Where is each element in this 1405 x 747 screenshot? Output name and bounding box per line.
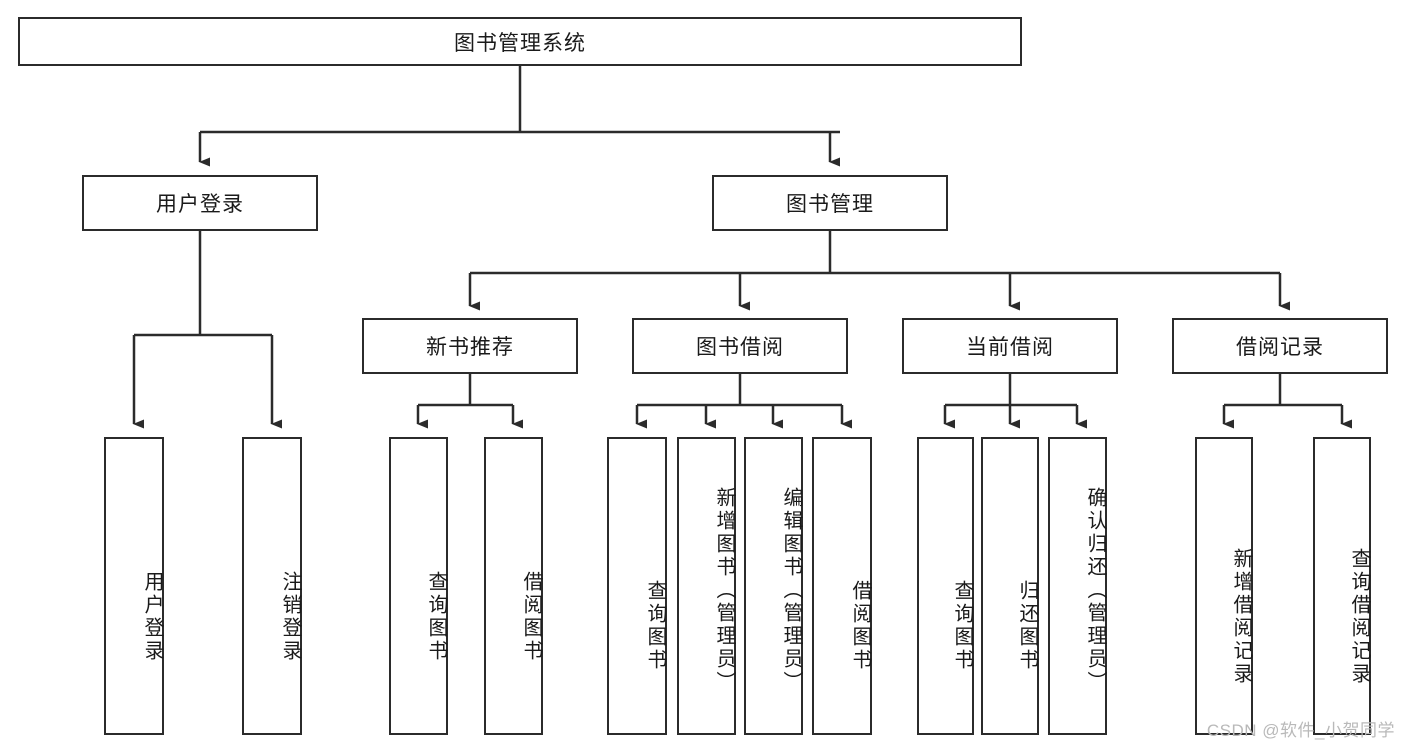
leaf-borrow-record-query-record[interactable]: 查询借阅记录 bbox=[1313, 437, 1371, 735]
leaf-current-borrow-confirm-return-admin[interactable]: 确认归还（管理员） bbox=[1048, 437, 1107, 735]
node-label: 查询图书 bbox=[644, 580, 666, 672]
node-label: 当前借阅 bbox=[966, 336, 1054, 359]
node-label: 借阅图书 bbox=[849, 580, 871, 672]
leaf-new-book-borrow-book[interactable]: 借阅图书 bbox=[484, 437, 543, 735]
node-label: 图书管理 bbox=[786, 193, 874, 216]
node-root-book-management-system[interactable]: 图书管理系统 bbox=[18, 17, 1022, 66]
leaf-user-login-login[interactable]: 用户登录 bbox=[104, 437, 164, 735]
node-book-management[interactable]: 图书管理 bbox=[712, 175, 948, 231]
leaf-current-borrow-return-book[interactable]: 归还图书 bbox=[981, 437, 1039, 735]
leaf-borrow-record-add-record[interactable]: 新增借阅记录 bbox=[1195, 437, 1253, 735]
node-user-login[interactable]: 用户登录 bbox=[82, 175, 318, 231]
node-label: 归还图书 bbox=[1016, 580, 1038, 672]
node-current-borrow[interactable]: 当前借阅 bbox=[902, 318, 1118, 374]
node-label: 用户登录 bbox=[141, 571, 163, 663]
node-label: 查询借阅记录 bbox=[1348, 548, 1370, 686]
leaf-current-borrow-query-book[interactable]: 查询图书 bbox=[917, 437, 974, 735]
node-label: 注销登录 bbox=[279, 571, 301, 663]
leaf-book-borrow-add-book-admin[interactable]: 新增图书（管理员） bbox=[677, 437, 736, 735]
leaf-user-login-logout[interactable]: 注销登录 bbox=[242, 437, 302, 735]
leaf-book-borrow-query-book[interactable]: 查询图书 bbox=[607, 437, 667, 735]
connectors bbox=[132, 66, 1352, 429]
node-label: 新书推荐 bbox=[426, 336, 514, 359]
node-label: 编辑图书（管理员） bbox=[780, 486, 802, 694]
node-label: 新增图书（管理员） bbox=[713, 486, 735, 694]
node-label: 新增借阅记录 bbox=[1230, 548, 1252, 686]
node-book-borrow[interactable]: 图书借阅 bbox=[632, 318, 848, 374]
node-label: 借阅图书 bbox=[520, 571, 542, 663]
node-label: 确认归还（管理员） bbox=[1084, 486, 1106, 694]
leaf-new-book-query-book[interactable]: 查询图书 bbox=[389, 437, 448, 735]
node-label: 图书管理系统 bbox=[454, 31, 586, 55]
node-borrow-record[interactable]: 借阅记录 bbox=[1172, 318, 1388, 374]
node-label: 用户登录 bbox=[156, 193, 244, 216]
node-new-book-recommend[interactable]: 新书推荐 bbox=[362, 318, 578, 374]
node-label: 借阅记录 bbox=[1236, 336, 1324, 359]
node-label: 查询图书 bbox=[951, 580, 973, 672]
leaf-book-borrow-edit-book-admin[interactable]: 编辑图书（管理员） bbox=[744, 437, 803, 735]
node-label: 图书借阅 bbox=[696, 336, 784, 359]
node-label: 查询图书 bbox=[425, 571, 447, 663]
leaf-book-borrow-borrow-book[interactable]: 借阅图书 bbox=[812, 437, 872, 735]
